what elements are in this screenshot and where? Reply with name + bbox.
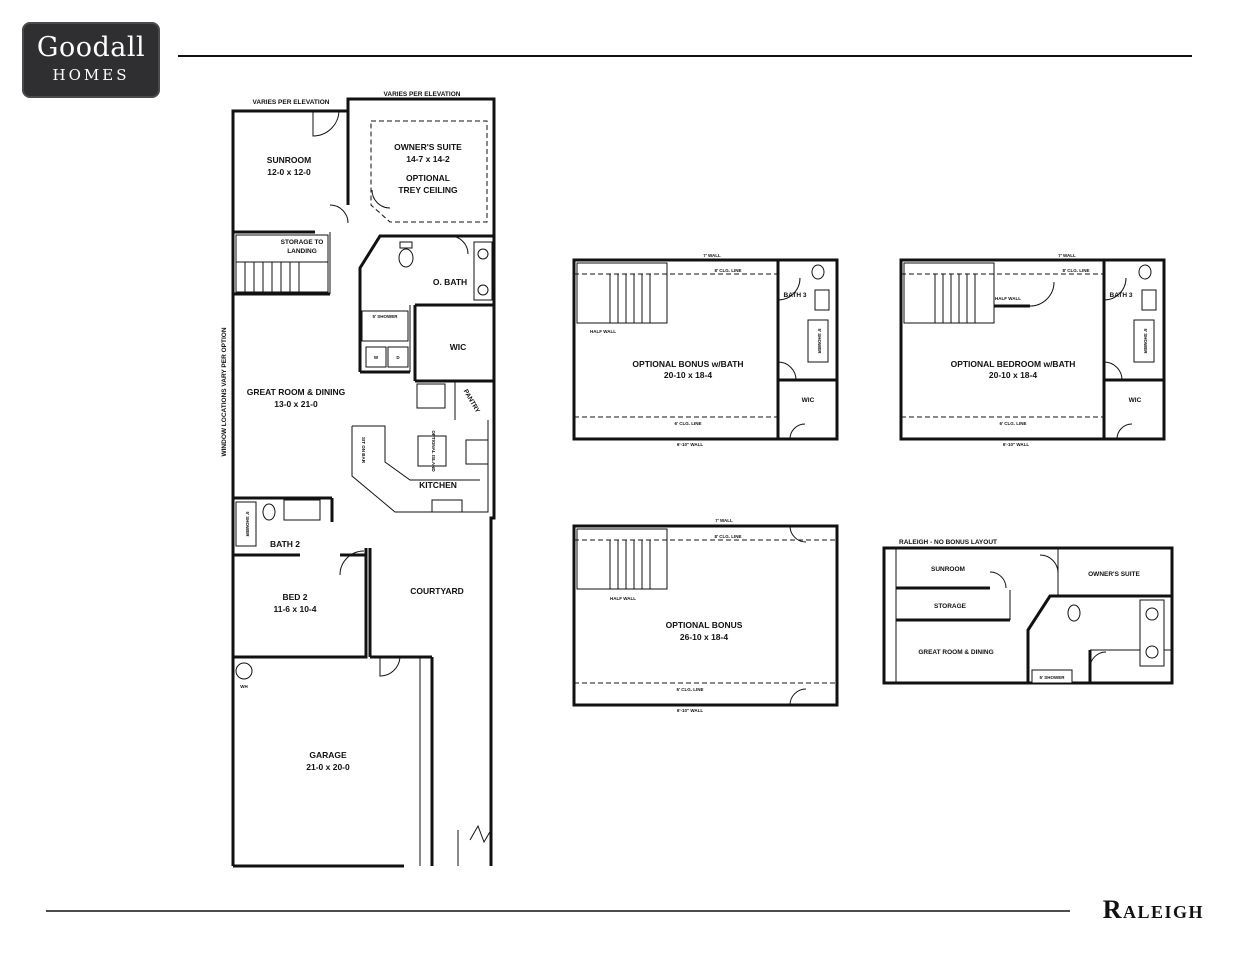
- varies-elevation-left: VARIES PER ELEVATION: [253, 99, 330, 106]
- bedroom-bath-name: OPTIONAL BEDROOM w/BATH: [951, 359, 1076, 369]
- bath2-vanity: [283, 499, 321, 521]
- water-heater-label: WH: [240, 684, 248, 689]
- bonus-only-dims: 26-10 x 18-4: [680, 632, 728, 642]
- sunroom-label: SUNROOM: [267, 155, 311, 165]
- varies-elevation-right: VARIES PER ELEVATION: [384, 91, 461, 98]
- owners-shower-label: 5' SHOWER: [372, 314, 398, 319]
- main-plan-outer-wall: [231, 97, 496, 866]
- no-bonus-storage: STORAGE: [934, 603, 967, 610]
- fridge: [416, 383, 446, 409]
- bonus-only-name: OPTIONAL BONUS: [666, 620, 743, 630]
- garage-entry-door: [379, 656, 401, 677]
- bath2-shower: [235, 501, 257, 547]
- bedroom-bath-bath3: BATH 3: [1110, 292, 1133, 299]
- trey-ceiling-outline: [370, 120, 488, 223]
- garage-dims: 21-0 x 20-0: [306, 762, 350, 772]
- owners-toilet: [398, 248, 414, 268]
- kitchen-sink: [431, 499, 463, 513]
- bed2-label: BED 2: [282, 592, 307, 602]
- storage-label-line1: STORAGE TO: [281, 239, 324, 246]
- no-bonus-sunroom: SUNROOM: [931, 566, 965, 573]
- bedroom-bath-top-wall: 7' WALL: [1058, 253, 1076, 258]
- bonus-with-bath-plan: 7' WALL 8' CLG. LINE HALF WALL OPTIONAL …: [572, 253, 839, 447]
- bath2-shower-label: 5' SHOWER: [245, 511, 250, 537]
- bonus-only-bottom-wall: 6'-10" WALL: [677, 708, 703, 713]
- optional-island-label: OPTIONAL ISLAND: [431, 430, 436, 472]
- bonus-bath-clg-top: 8' CLG. LINE: [714, 268, 741, 273]
- sit-on-bar-label: SIT ON BAR: [361, 437, 366, 464]
- bonus-only-plan: 7' WALL 8' CLG. LINE HALF WALL OPTIONAL …: [572, 518, 839, 713]
- bonus-only-clg-top: 8' CLG. LINE: [714, 534, 741, 539]
- bonus-only-half-wall: HALF WALL: [610, 596, 636, 601]
- window-locations-note: WINDOW LOCATIONS VARY PER OPTION: [221, 327, 228, 456]
- bath2-toilet: [262, 503, 276, 521]
- main-floor-plan: VARIES PER ELEVATION VARIES PER ELEVATIO…: [221, 91, 496, 868]
- logo-wordmark: Goodall: [36, 32, 146, 63]
- range: [465, 439, 489, 465]
- sunroom-dims: 12-0 x 12-0: [267, 167, 311, 177]
- great-room-label: GREAT ROOM & DINING: [247, 387, 346, 397]
- garage-label: GARAGE: [309, 750, 347, 760]
- bedroom-bath-bottom-wall: 6'-10" WALL: [1003, 442, 1029, 447]
- washer-label: W: [374, 355, 379, 360]
- owners-suite-dims: 14-7 x 14-2: [406, 154, 450, 164]
- bedroom-bath-half-wall: HALF WALL: [995, 296, 1021, 301]
- no-bonus-owners-suite: OWNER'S SUITE: [1088, 571, 1140, 578]
- bedroom-bath-clg-bottom: 6' CLG. LINE: [999, 421, 1026, 426]
- great-room-dims: 13-0 x 21-0: [274, 399, 318, 409]
- storage-label-line2: LANDING: [287, 248, 317, 255]
- bonus-bath-dims: 20-10 x 18-4: [664, 370, 712, 380]
- sunroom-door: [312, 110, 340, 137]
- bedroom-bath-shower: 5' SHOWER: [1143, 328, 1148, 354]
- courtyard-label: COURTYARD: [410, 586, 464, 596]
- bonus-bath-name: OPTIONAL BONUS w/BATH: [632, 359, 743, 369]
- bath2-label: BATH 2: [270, 539, 300, 549]
- bonus-bath-bath3: BATH 3: [784, 292, 807, 299]
- bonus-bath-shower: 5' SHOWER: [817, 328, 822, 354]
- owners-suite-note1: OPTIONAL: [406, 173, 450, 183]
- bedroom-bath-clg-top: 8' CLG. LINE: [1062, 268, 1089, 273]
- water-heater: [235, 662, 253, 680]
- goodall-homes-logo: Goodall HOMES: [22, 22, 160, 98]
- kitchen-label: KITCHEN: [419, 480, 457, 490]
- bonus-bath-top-wall: 7' WALL: [703, 253, 721, 258]
- no-bonus-great-room: GREAT ROOM & DINING: [918, 649, 993, 656]
- bed2-dims: 11-6 x 10-4: [273, 604, 316, 614]
- owners-suite-label: OWNER'S SUITE: [394, 142, 462, 152]
- bonus-bath-bottom-wall: 6'-10" WALL: [677, 442, 703, 447]
- no-bonus-title: RALEIGH - NO BONUS LAYOUT: [899, 539, 997, 546]
- bedroom-bath-wic: WIC: [1129, 397, 1142, 404]
- bonus-bath-wic: WIC: [802, 397, 815, 404]
- wic-label: WIC: [450, 342, 467, 352]
- bonus-bath-half-wall: HALF WALL: [590, 329, 616, 334]
- owners-bath-label: O. BATH: [433, 277, 467, 287]
- no-bonus-layout-plan: RALEIGH - NO BONUS LAYOUT SUNROOM STORAG…: [882, 539, 1174, 685]
- dryer: [387, 346, 409, 368]
- owners-suite-note2: TREY CEILING: [398, 185, 458, 195]
- dryer-label: D: [396, 355, 400, 360]
- pantry-label: PANTRY: [462, 388, 481, 415]
- bonus-bath-clg-bottom: 6' CLG. LINE: [674, 421, 701, 426]
- bedroom-with-bath-plan: 7' WALL 8' CLG. LINE HALF WALL OPTIONAL …: [899, 253, 1166, 447]
- owners-shower: [361, 310, 409, 342]
- bedroom-bath-dims: 20-10 x 18-4: [989, 370, 1037, 380]
- plan-title: Raleigh: [1102, 895, 1204, 924]
- washer: [365, 346, 387, 368]
- bonus-only-clg-bottom: 6' CLG. LINE: [676, 687, 703, 692]
- storage-stair: [235, 234, 329, 293]
- logo-subtitle: HOMES: [52, 66, 130, 84]
- no-bonus-shower: 5' SHOWER: [1039, 675, 1065, 680]
- optional-island: [417, 435, 447, 467]
- bonus-only-top-wall: 7' WALL: [715, 518, 733, 523]
